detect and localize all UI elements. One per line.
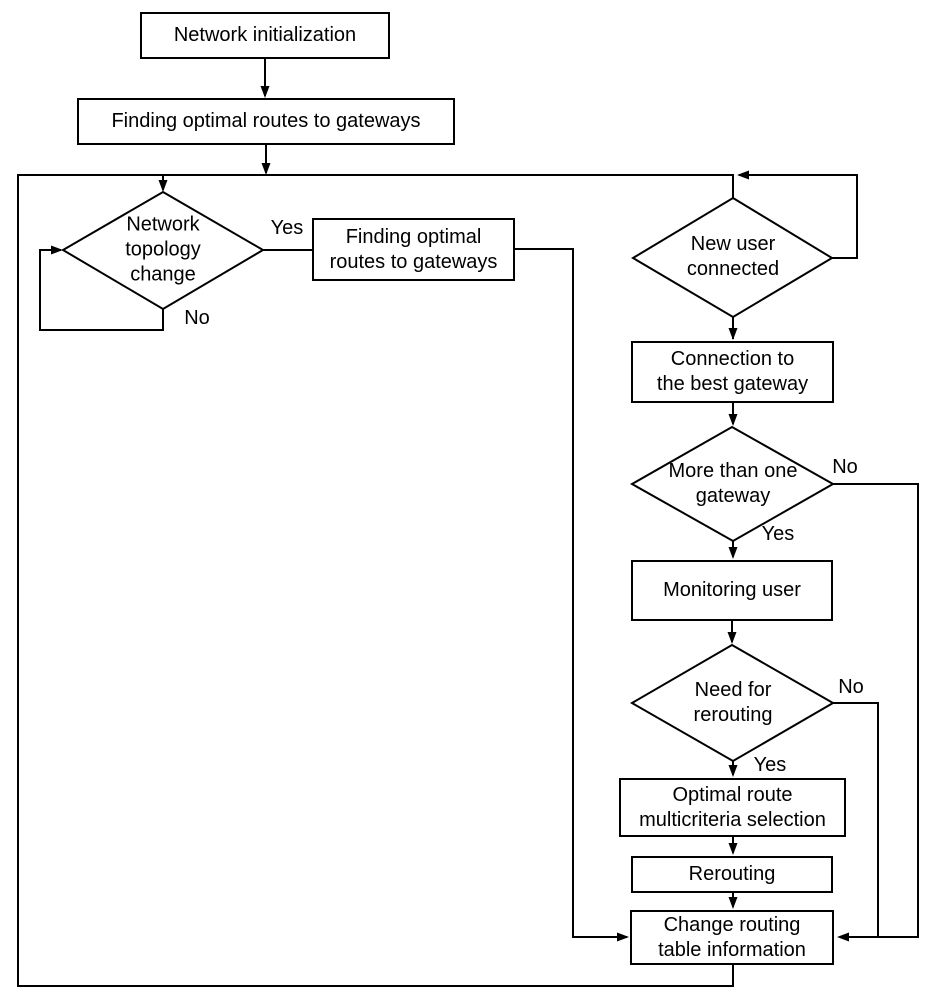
connector-topology-no-loop bbox=[39, 249, 164, 331]
node-label-line2: routes to gateways bbox=[329, 250, 498, 273]
arrowhead-left-icon bbox=[737, 170, 749, 180]
arrowhead-down-icon bbox=[728, 328, 738, 340]
decision-need-rerouting-shape bbox=[629, 643, 836, 763]
decision-need-rerouting-label: Need for rerouting bbox=[694, 678, 773, 728]
arrowhead-down-icon bbox=[728, 765, 738, 777]
arrowhead-down-icon bbox=[728, 414, 738, 426]
arrowhead-down-icon bbox=[260, 86, 270, 98]
arrowhead-down-icon bbox=[728, 547, 738, 559]
arrowhead-down-icon bbox=[728, 843, 738, 855]
decision-label-line1: More than one bbox=[668, 460, 798, 482]
node-network-initialization: Network initialization bbox=[140, 12, 390, 59]
decision-label-line2: rerouting bbox=[693, 704, 773, 726]
decision-label-line1: New user bbox=[690, 233, 776, 255]
arrowhead-down-icon bbox=[727, 632, 737, 644]
node-finding-optimal-routes-initial: Finding optimal routes to gateways bbox=[77, 98, 455, 145]
decision-more-than-one-shape bbox=[629, 425, 836, 543]
connector-morethan-no bbox=[833, 483, 919, 938]
connector-main-feedback-loop bbox=[17, 174, 734, 987]
node-monitoring-user: Monitoring user bbox=[631, 560, 833, 621]
decision-label-line2: gateway bbox=[695, 485, 771, 507]
arrowhead-left-icon bbox=[837, 932, 849, 942]
decision-new-user-shape bbox=[631, 196, 834, 319]
arrowhead-down-icon bbox=[158, 180, 168, 192]
edge-label-more-than-one-yes: Yes bbox=[761, 523, 795, 545]
node-label-line2: the best gateway bbox=[656, 373, 809, 395]
node-rerouting: Rerouting bbox=[631, 856, 833, 893]
node-label-line1: Connection to bbox=[670, 348, 795, 370]
edge-label-topology-no: No bbox=[184, 307, 210, 329]
decision-label-line2: topology bbox=[125, 238, 201, 261]
node-label-line1: Finding optimal bbox=[345, 225, 482, 248]
node-optimal-route-multicriteria: Optimal route multicriteria selection bbox=[619, 778, 846, 837]
decision-topology-change-shape bbox=[61, 190, 265, 311]
arrowhead-right-icon bbox=[51, 245, 63, 255]
node-label-line2: table information bbox=[658, 938, 806, 961]
decision-more-than-one-label: More than one gateway bbox=[669, 459, 798, 509]
node-label: Finding optimal routes to gateways bbox=[111, 110, 421, 132]
decision-label-line1: Network bbox=[126, 213, 200, 236]
node-label: Network initialization bbox=[173, 24, 357, 46]
node-label-line1: Change routing bbox=[663, 913, 801, 936]
decision-label-line2: connected bbox=[686, 258, 780, 280]
decision-new-user-label: New user connected bbox=[687, 232, 779, 282]
arrowhead-down-icon bbox=[261, 163, 271, 175]
node-change-routing-table: Change routing table information bbox=[630, 910, 834, 965]
node-label: Rerouting bbox=[688, 863, 776, 885]
arrowhead-down-icon bbox=[728, 897, 738, 909]
connector-newuser-loop bbox=[739, 174, 858, 259]
decision-topology-change-label: Network topology change bbox=[125, 213, 201, 288]
node-label-line2: multicriteria selection bbox=[639, 808, 826, 831]
arrowhead-right-icon bbox=[617, 932, 629, 942]
decision-label-line3: change bbox=[130, 263, 196, 286]
edge-label-more-than-one-no: No bbox=[832, 456, 858, 478]
node-connection-best-gateway: Connection to the best gateway bbox=[631, 341, 834, 403]
connector-need-no bbox=[833, 702, 879, 937]
node-label-line1: Optimal route bbox=[672, 783, 793, 806]
edge-label-need-rerouting-yes: Yes bbox=[753, 754, 787, 776]
connector-findupdate-to-changetable bbox=[515, 248, 627, 938]
edge-label-need-rerouting-no: No bbox=[838, 676, 864, 698]
node-label: Monitoring user bbox=[663, 579, 801, 601]
decision-label-line1: Need for bbox=[694, 679, 772, 701]
node-finding-optimal-routes-update: Finding optimal routes to gateways bbox=[312, 218, 515, 281]
edge-label-topology-yes: Yes bbox=[270, 217, 304, 239]
